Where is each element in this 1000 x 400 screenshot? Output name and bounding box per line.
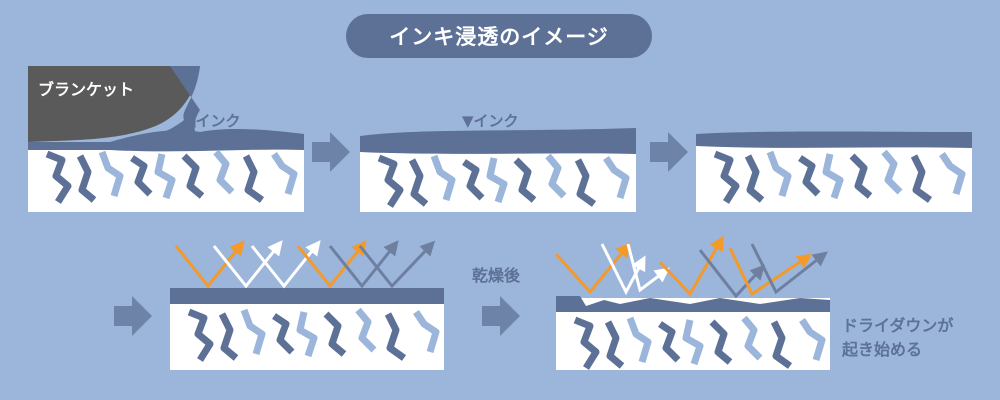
panel-3-absorbed xyxy=(696,131,972,212)
blanket-label: ブランケット xyxy=(38,80,135,99)
diagram-title: インキ浸透のイメージ xyxy=(346,14,652,58)
light-rays-5 xyxy=(554,235,828,299)
ink-layer-2 xyxy=(360,128,636,154)
process-arrow-2 xyxy=(650,132,688,172)
ink-layer-1 xyxy=(28,128,304,152)
process-arrow-4 xyxy=(482,296,520,336)
ink-layer-4 xyxy=(170,288,444,304)
panel-5-drydown xyxy=(554,235,830,370)
panel-2-ink-on-paper xyxy=(360,128,636,212)
drydown-label-line1: ドライダウンが xyxy=(842,316,954,335)
process-arrow-1 xyxy=(312,132,350,172)
after-drying-label: 乾燥後 xyxy=(472,266,521,285)
ink-label-left: ◀インク xyxy=(184,112,241,130)
panel-1-transfer xyxy=(28,66,304,212)
blanket-shape xyxy=(28,66,200,142)
ink-label-down: ▼インク xyxy=(462,112,519,130)
ink-layer-3 xyxy=(696,131,972,148)
ink-layer-5 xyxy=(556,296,830,312)
process-arrow-3 xyxy=(114,296,152,336)
panel-4-gloss xyxy=(170,240,444,370)
light-rays-4 xyxy=(174,240,436,289)
drydown-label-line2: 起き始める xyxy=(842,340,923,359)
